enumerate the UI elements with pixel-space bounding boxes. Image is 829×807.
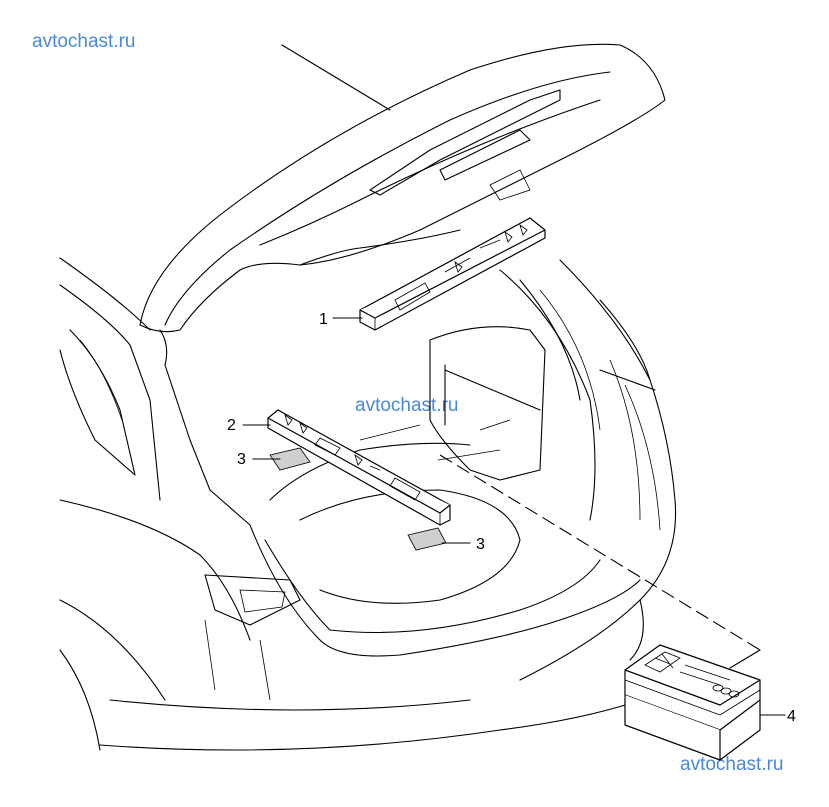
part-2-warning-triangle-holder: [267, 409, 451, 526]
car-body: [59, 44, 691, 751]
part-3-pad-lower: [407, 527, 447, 551]
part-3-pad-upper: [269, 447, 311, 471]
callout-3b: 3: [476, 536, 485, 553]
kit-leader-line: [729, 649, 761, 669]
part-1-warning-triangle-holder: [359, 217, 546, 331]
callout-1: 1: [319, 311, 328, 328]
watermark-center: avtochast.ru: [355, 395, 459, 416]
watermark-bottom-right: avtochast.ru: [680, 754, 784, 775]
callout-2: 2: [227, 417, 236, 434]
placement-dashed-line: [439, 454, 761, 651]
tailgate: [139, 43, 666, 526]
callout-3a: 3: [237, 451, 246, 468]
trunk-interior: [249, 269, 641, 657]
callout-4: 4: [787, 708, 796, 725]
watermark-top-left: avtochast.ru: [32, 31, 136, 52]
part-4-first-aid-kit: [624, 644, 761, 761]
